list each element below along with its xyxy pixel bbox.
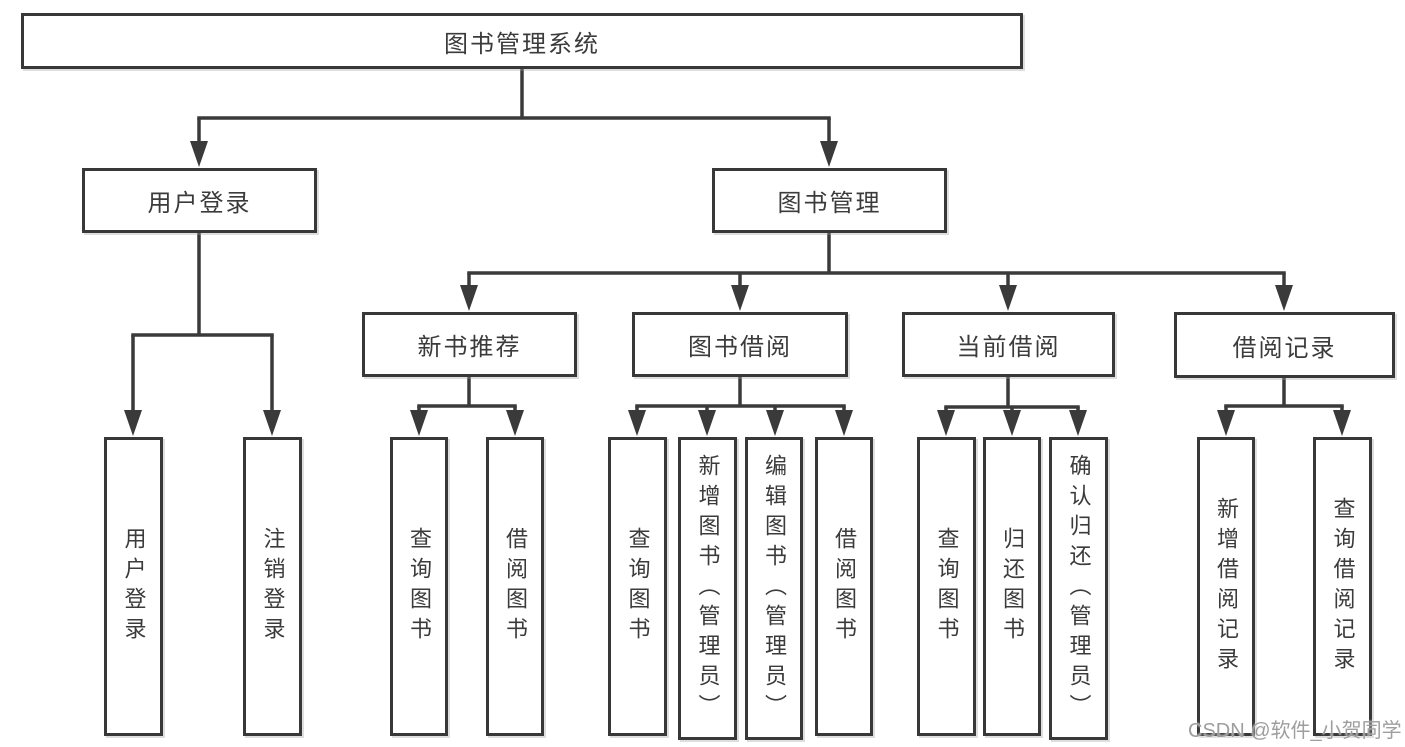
node-borrowing-records: 借阅记录: [1174, 312, 1395, 378]
node-leaf-borrow-books-newrec: 借阅图书: [486, 437, 544, 736]
node-new-book-recommend: 新书推荐: [362, 312, 577, 377]
node-user-login: 用户登录: [82, 168, 317, 233]
node-current-borrowing: 当前借阅: [902, 312, 1115, 377]
arrowhead-icon: [263, 410, 281, 436]
arrowhead-icon: [766, 410, 784, 436]
node-leaf-confirm-return-admin: 确认归还（管理员）: [1049, 437, 1108, 740]
arrowhead-icon: [731, 285, 749, 311]
arrowhead-icon: [628, 410, 646, 436]
arrowhead-icon: [410, 410, 428, 436]
node-leaf-query-borrow-record: 查询借阅记录: [1313, 437, 1372, 736]
node-leaf-add-book-admin: 新增图书（管理员）: [678, 437, 737, 740]
arrowhead-icon: [1069, 410, 1087, 436]
node-leaf-query-books-newrec: 查询图书: [390, 437, 448, 736]
arrowhead-icon: [1333, 410, 1351, 436]
node-leaf-edit-book-admin: 编辑图书（管理员）: [745, 437, 803, 740]
arrowhead-icon: [937, 410, 955, 436]
node-leaf-query-books-current: 查询图书: [917, 437, 976, 736]
arrowhead-icon: [506, 410, 524, 436]
arrowhead-icon: [124, 410, 142, 436]
arrowhead-icon: [1003, 410, 1021, 436]
node-library-system: 图书管理系统: [21, 13, 1023, 69]
arrowhead-icon: [190, 141, 208, 167]
node-leaf-logout: 注销登录: [243, 437, 302, 736]
node-leaf-borrow-books-borrowing: 借阅图书: [815, 437, 873, 736]
node-leaf-user-login: 用户登录: [104, 437, 163, 736]
node-book-borrowing: 图书借阅: [632, 312, 848, 377]
node-leaf-return-books: 归还图书: [983, 437, 1041, 736]
node-leaf-add-borrow-record: 新增借阅记录: [1197, 437, 1255, 736]
arrowhead-icon: [999, 285, 1017, 311]
arrowhead-icon: [698, 410, 716, 436]
arrowhead-icon: [460, 285, 478, 311]
arrowhead-icon: [820, 141, 838, 167]
node-book-management: 图书管理: [712, 168, 947, 233]
watermark: CSDN @软件_小贺同学: [1188, 720, 1402, 742]
arrowhead-icon: [1275, 285, 1293, 311]
node-leaf-query-books-borrowing: 查询图书: [608, 437, 667, 736]
arrowhead-icon: [1217, 410, 1235, 436]
arrowhead-icon: [835, 410, 853, 436]
